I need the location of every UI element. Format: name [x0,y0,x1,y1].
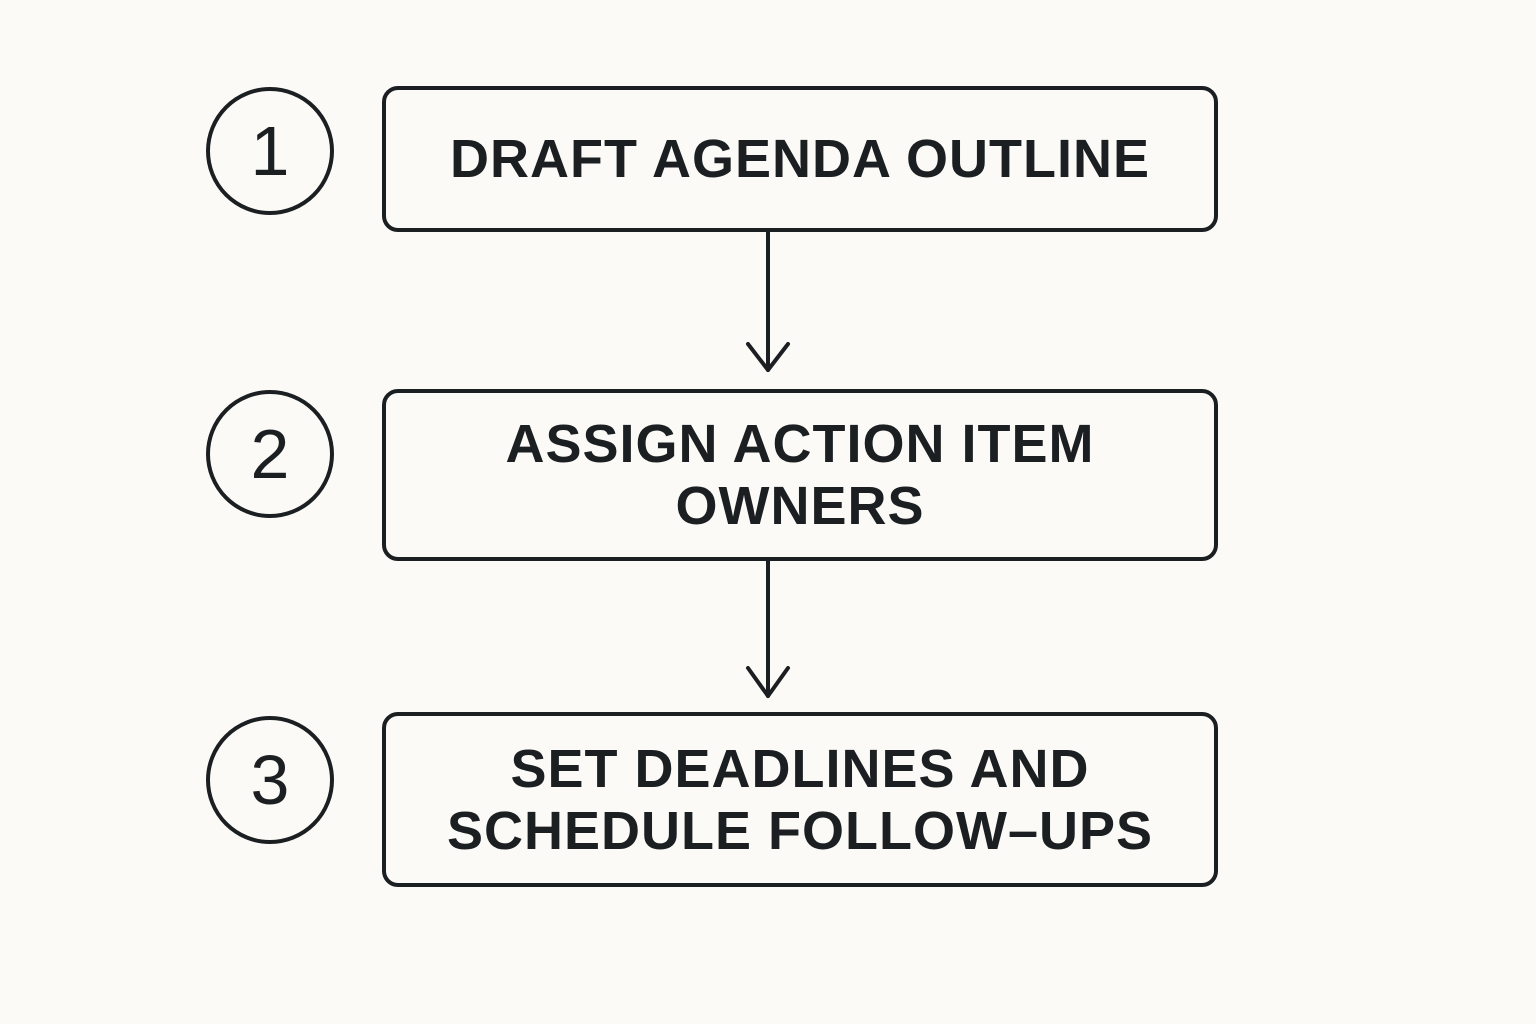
step-3-number-circle: 3 [206,716,334,844]
step-3-box: SET DEADLINES AND SCHEDULE FOLLOW–UPS [382,712,1218,887]
step-2-number-circle: 2 [206,390,334,518]
arrow-1-head [746,342,790,372]
step-1-number: 1 [250,112,290,190]
step-2-box: ASSIGN ACTION ITEM OWNERS [382,389,1218,561]
arrow-2-head [746,666,790,698]
step-3-number: 3 [250,741,290,819]
step-2-label: ASSIGN ACTION ITEM OWNERS [505,414,1095,536]
step-3-label: SET DEADLINES AND SCHEDULE FOLLOW–UPS [446,738,1154,861]
step-1-box: DRAFT AGENDA OUTLINE [382,86,1218,232]
step-1-number-circle: 1 [206,87,334,215]
step-1-label: DRAFT AGENDA OUTLINE [450,129,1150,189]
step-2-number: 2 [250,415,290,493]
